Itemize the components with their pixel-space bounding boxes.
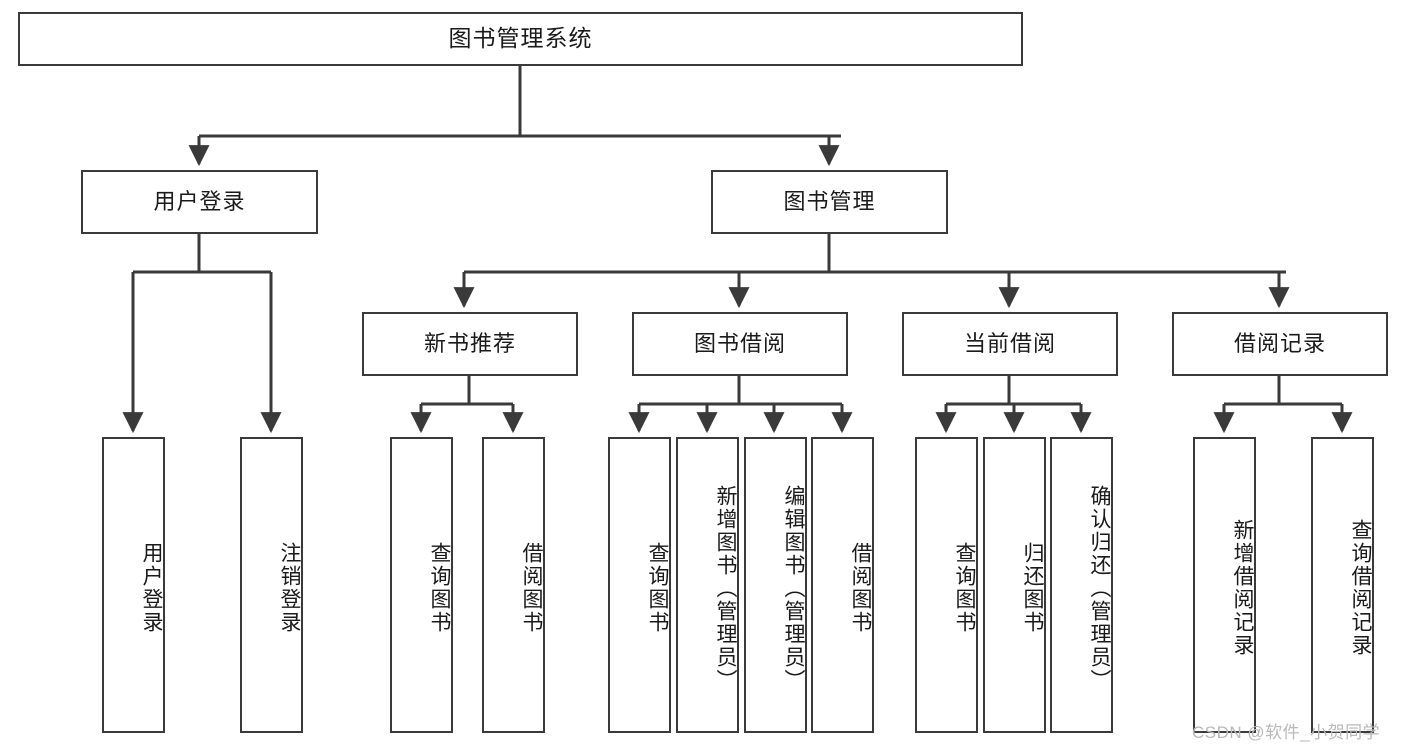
leaf-label: 查询图书 bbox=[428, 542, 451, 634]
leaf-label: 查询图书 bbox=[953, 542, 976, 634]
leaf-edit-book-admin[interactable]: 编辑图书（管理员） bbox=[744, 437, 807, 733]
leaf-query-book-borrow[interactable]: 查询图书 bbox=[608, 437, 671, 733]
node-book-borrow[interactable]: 图书借阅 bbox=[632, 312, 848, 376]
node-borrow-record[interactable]: 借阅记录 bbox=[1172, 312, 1388, 376]
leaf-label: 归还图书 bbox=[1021, 542, 1044, 634]
leaf-query-book-current[interactable]: 查询图书 bbox=[915, 437, 978, 733]
leaf-label: 编辑图书（管理员） bbox=[782, 484, 805, 692]
node-root-system[interactable]: 图书管理系统 bbox=[18, 12, 1023, 66]
leaf-logout[interactable]: 注销登录 bbox=[240, 437, 303, 733]
leaf-label: 用户登录 bbox=[140, 542, 163, 634]
leaf-label: 查询借阅记录 bbox=[1349, 519, 1372, 657]
leaf-label: 借阅图书 bbox=[520, 542, 543, 634]
leaf-query-borrow-record[interactable]: 查询借阅记录 bbox=[1311, 437, 1374, 733]
node-current-borrow[interactable]: 当前借阅 bbox=[902, 312, 1118, 376]
leaf-borrow-book-newbook[interactable]: 借阅图书 bbox=[482, 437, 545, 733]
node-new-book-recommend[interactable]: 新书推荐 bbox=[362, 312, 578, 376]
leaf-label: 新增借阅记录 bbox=[1231, 519, 1254, 657]
leaf-return-book[interactable]: 归还图书 bbox=[983, 437, 1046, 733]
leaf-confirm-return-admin[interactable]: 确认归还（管理员） bbox=[1050, 437, 1113, 733]
leaf-label: 注销登录 bbox=[278, 542, 301, 634]
leaf-user-login[interactable]: 用户登录 bbox=[102, 437, 165, 733]
leaf-borrow-book[interactable]: 借阅图书 bbox=[811, 437, 874, 733]
node-book-management[interactable]: 图书管理 bbox=[711, 170, 948, 234]
leaf-label: 新增图书（管理员） bbox=[714, 484, 737, 692]
csdn-watermark: CSDN @软件_小贺同学 bbox=[1192, 723, 1381, 742]
leaf-label: 借阅图书 bbox=[849, 542, 872, 634]
leaf-add-book-admin[interactable]: 新增图书（管理员） bbox=[676, 437, 739, 733]
leaf-label: 查询图书 bbox=[646, 542, 669, 634]
leaf-label: 确认归还（管理员） bbox=[1088, 484, 1111, 692]
leaf-add-borrow-record[interactable]: 新增借阅记录 bbox=[1193, 437, 1256, 733]
leaf-query-book-newbook[interactable]: 查询图书 bbox=[390, 437, 453, 733]
node-user-login[interactable]: 用户登录 bbox=[81, 170, 318, 234]
